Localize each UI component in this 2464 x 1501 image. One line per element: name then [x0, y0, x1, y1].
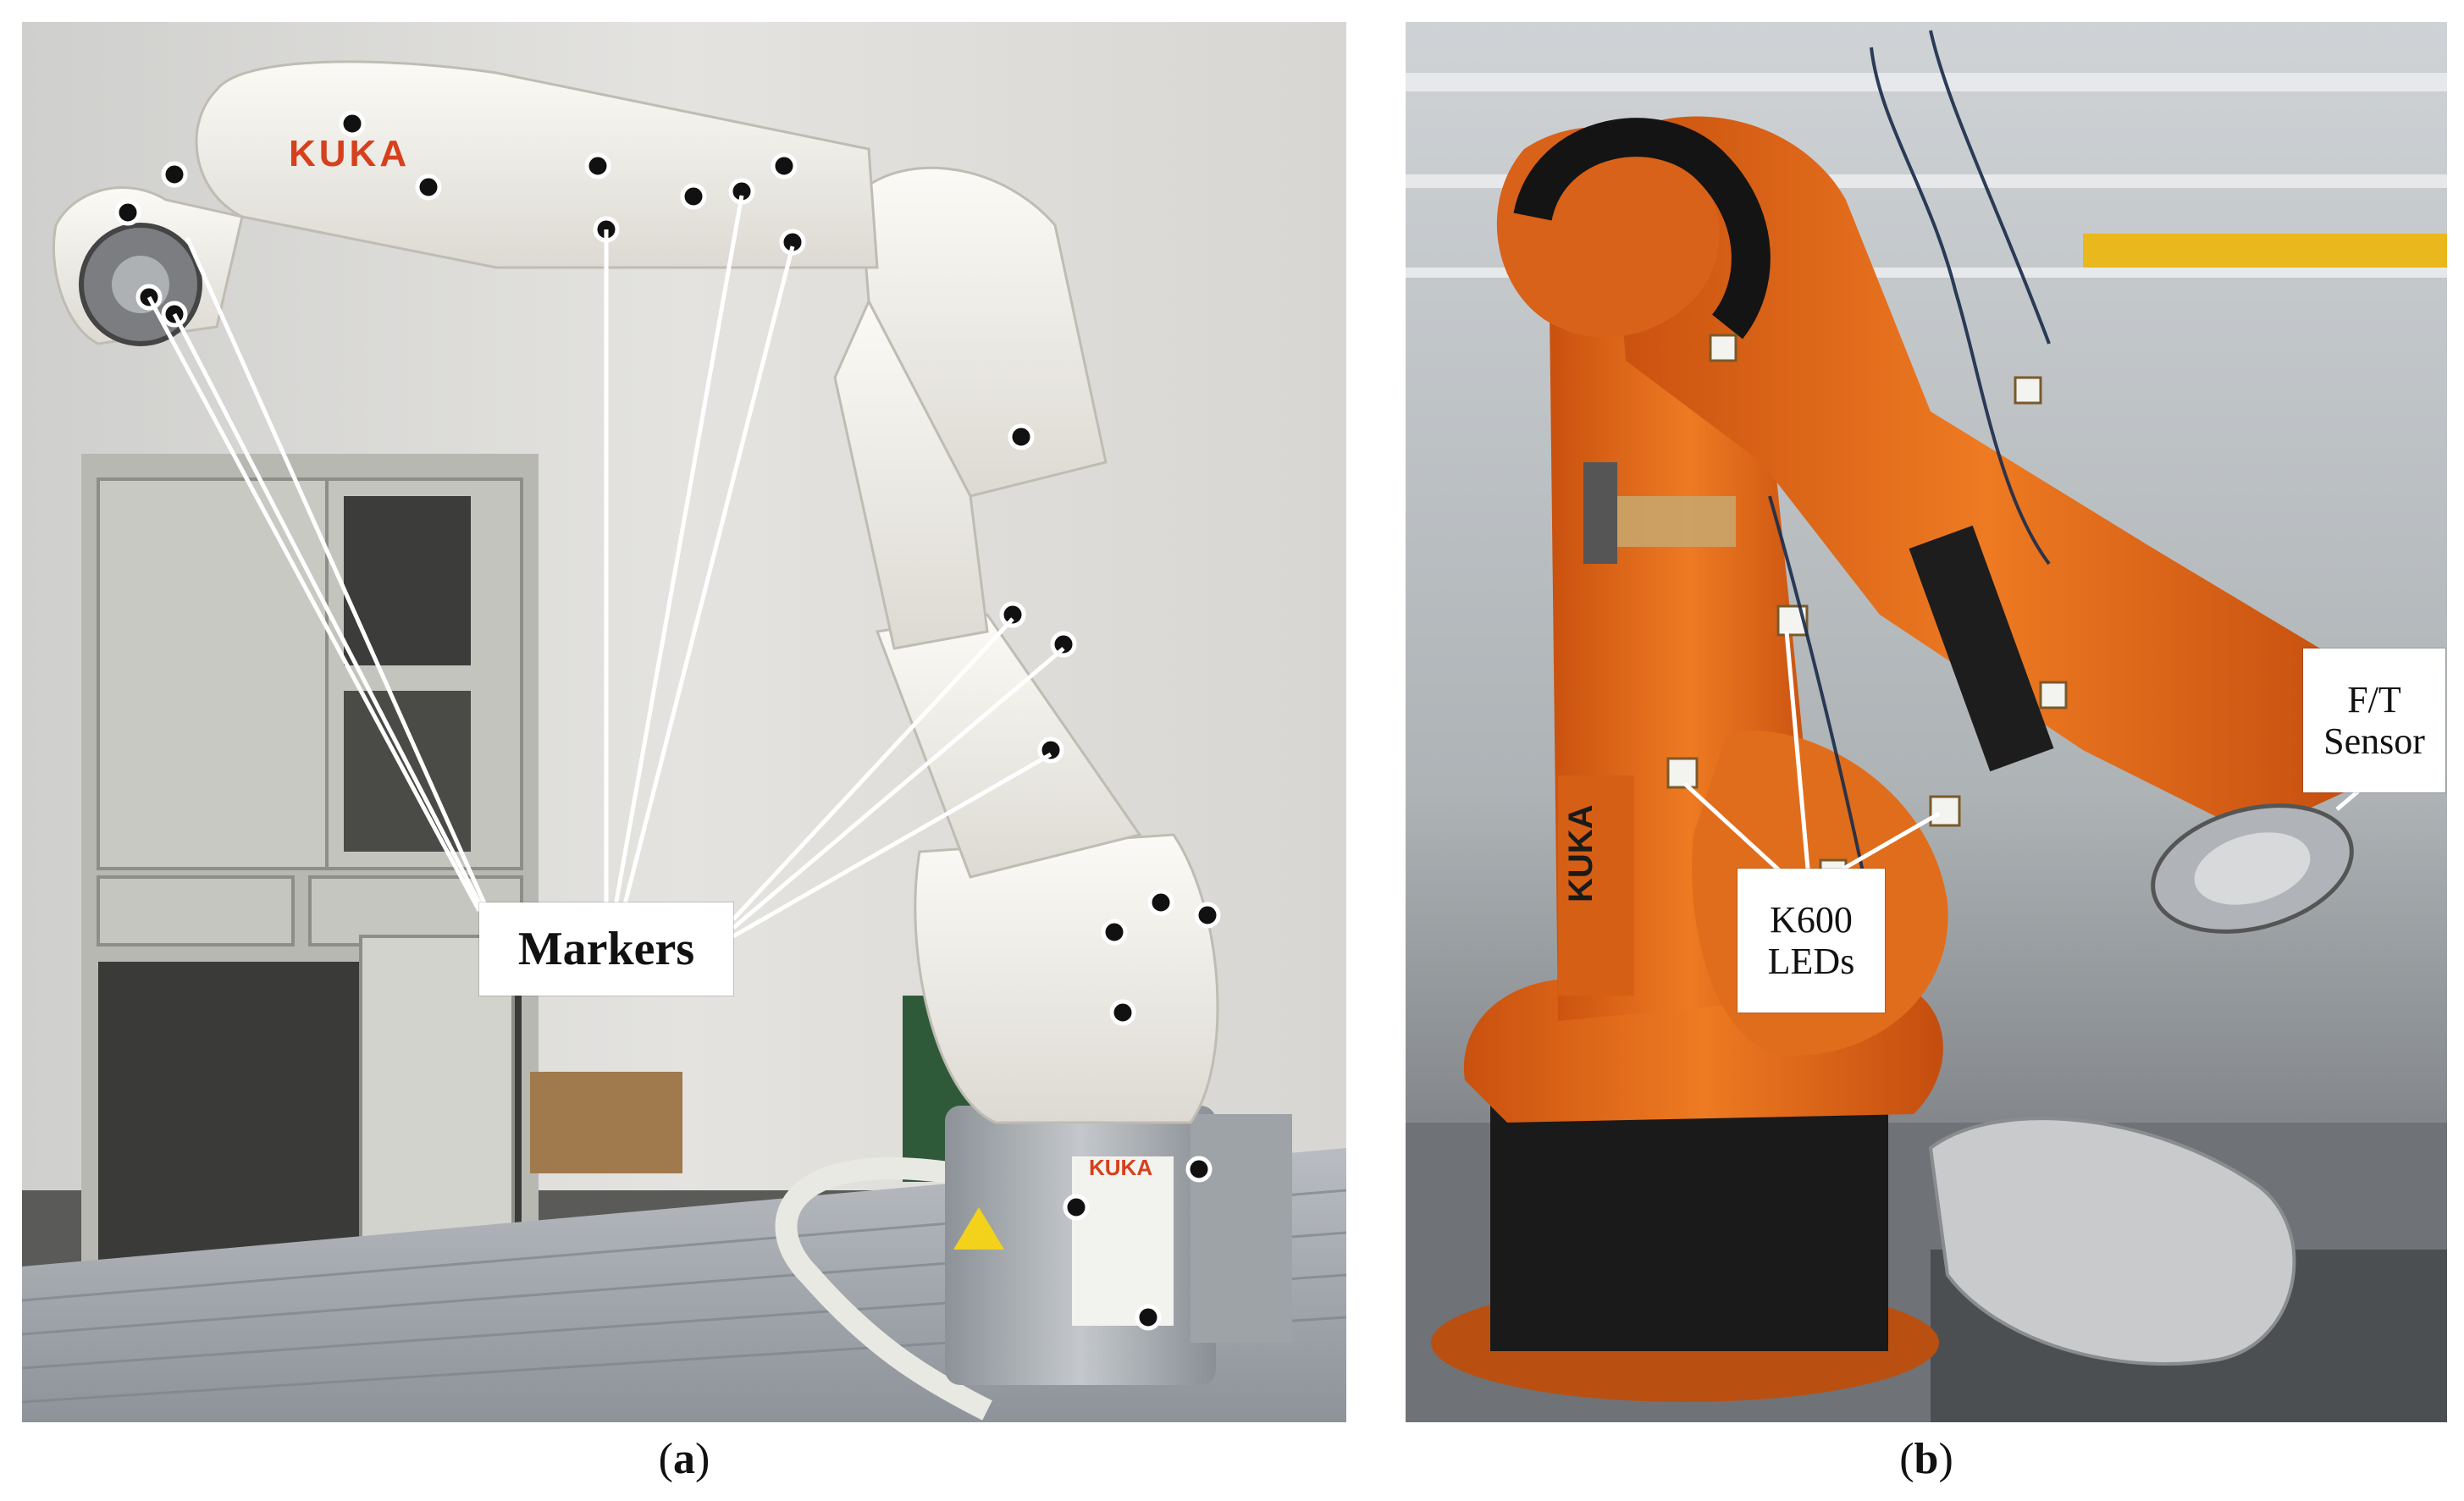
cardboard-box	[530, 1072, 682, 1173]
base-brand-text: KUKA	[1089, 1155, 1152, 1180]
white-robot-scene: KUKA KUKA	[22, 22, 1346, 1422]
ft-sensor	[2151, 803, 2354, 934]
base-brand-text-b: KUKA	[1562, 804, 1599, 902]
caption-b: (b)	[1899, 1435, 1953, 1483]
photo-orange-robot: KUKA	[1406, 22, 2447, 1422]
caption-a: (a)	[658, 1435, 710, 1483]
orange-robot-scene: KUKA	[1406, 22, 2447, 1422]
arm-brand-text: KUKA	[289, 133, 410, 174]
aluminium-foil	[1928, 1117, 2296, 1366]
led-callout: K600 LEDs	[1738, 869, 1885, 1013]
ft-sensor-callout: F/T Sensor	[2303, 648, 2445, 792]
markers-callout: Markers	[479, 902, 733, 996]
led-callout-line1: K600	[1770, 898, 1853, 941]
ft-callout-line1: F/T	[2347, 678, 2401, 720]
photo-white-robot: KUKA KUKA	[22, 22, 1346, 1422]
robot-arm	[52, 60, 1219, 1124]
caption-a-letter: a	[673, 1435, 695, 1483]
ft-callout-line2: Sensor	[2323, 720, 2425, 762]
callout-arrows	[1683, 631, 2368, 880]
led-callout-line2: LEDs	[1767, 941, 1855, 982]
caption-b-letter: b	[1914, 1435, 1939, 1483]
white-cable	[775, 1157, 992, 1421]
marker-arrows	[146, 195, 1065, 939]
yellow-crane-beam	[2083, 234, 2447, 268]
